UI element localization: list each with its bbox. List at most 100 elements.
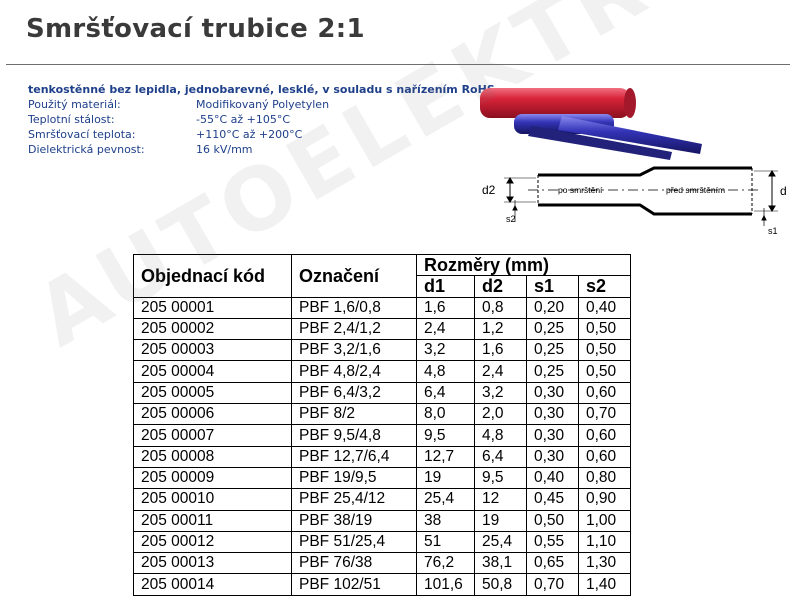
cell-d2: 3,2 <box>474 381 527 405</box>
cell-s2: 1,40 <box>578 573 631 596</box>
cell-order-code: 205 00005 <box>133 381 292 405</box>
label-d: d <box>780 184 787 198</box>
spec-row-shrink-temperature: Smršťovací teplota: +110°C až +200°C <box>28 127 495 142</box>
page-title: Smršťovací trubice 2:1 <box>26 14 365 44</box>
cell-s1: 0,30 <box>526 445 579 468</box>
table-subheader-row: d1 d2 s1 s2 <box>134 275 631 298</box>
cell-s2: 0,40 <box>578 296 631 319</box>
cell-d1: 51 <box>416 530 475 554</box>
header-designation: Označení <box>291 254 417 298</box>
specs-headline: tenkostěnné bez lepidla, jednobarevné, l… <box>28 83 495 96</box>
cell-d1: 25,4 <box>416 488 475 511</box>
cell-order-code: 205 00008 <box>133 445 292 468</box>
spec-label: Teplotní stálost: <box>28 113 115 126</box>
header-d1: d1 <box>416 275 475 298</box>
cell-d1: 9,5 <box>416 424 475 447</box>
label-d2: d2 <box>482 183 496 197</box>
label-before-shrink: před smrštěním <box>666 185 725 195</box>
cell-s1: 0,20 <box>526 296 579 319</box>
spec-value: Modifikovaný Polyetylen <box>196 98 330 111</box>
cell-designation: PBF 2,4/1,2 <box>291 317 417 341</box>
cell-s2: 0,60 <box>578 424 631 447</box>
cell-d2: 25,4 <box>474 530 527 554</box>
cell-order-code: 205 00014 <box>133 573 292 596</box>
cell-order-code: 205 00011 <box>133 509 292 532</box>
cell-d1: 8,0 <box>416 403 475 426</box>
label-s1: s1 <box>768 226 778 236</box>
cell-s2: 1,00 <box>578 509 631 532</box>
spec-label: Smršťovací teplota: <box>28 128 136 141</box>
cell-designation: PBF 3,2/1,6 <box>291 339 417 362</box>
cell-order-code: 205 00006 <box>133 403 292 426</box>
cell-designation: PBF 19/9,5 <box>291 466 417 490</box>
cell-d2: 2,4 <box>474 360 527 383</box>
header-dimensions: Rozměry (mm) <box>416 253 631 277</box>
cell-designation: PBF 76/38 <box>291 552 417 575</box>
spec-row-dielectric: Dielektrická pevnost: 16 kV/mm <box>28 142 495 157</box>
title-divider <box>6 64 790 65</box>
cell-s1: 0,25 <box>526 360 579 383</box>
cell-d1: 19 <box>416 466 475 490</box>
cell-s2: 0,50 <box>578 339 631 362</box>
cell-d1: 12,7 <box>416 445 475 468</box>
cell-d1: 6,4 <box>416 381 475 405</box>
table-header-row: Objednací kód Označení Rozměry (mm) <box>133 253 631 298</box>
spec-value: 16 kV/mm <box>196 143 253 156</box>
cell-order-code: 205 00010 <box>133 488 292 511</box>
cell-s2: 0,70 <box>578 403 631 426</box>
cell-designation: PBF 102/51 <box>291 573 417 596</box>
cell-designation: PBF 6,4/3,2 <box>291 381 417 405</box>
cell-s1: 0,25 <box>526 339 579 362</box>
cell-s2: 1,30 <box>578 552 631 575</box>
cell-d1: 2,4 <box>416 317 475 341</box>
specs-block: tenkostěnné bez lepidla, jednobarevné, l… <box>28 82 495 157</box>
header-s1: s1 <box>526 275 579 298</box>
cell-designation: PBF 1,6/0,8 <box>291 296 417 319</box>
cell-designation: PBF 4,8/2,4 <box>291 360 417 383</box>
cell-s2: 0,60 <box>578 381 631 405</box>
cell-d2: 50,8 <box>474 573 527 596</box>
cell-s1: 0,45 <box>526 488 579 511</box>
spec-value: -55°C až +105°C <box>196 113 291 126</box>
cell-order-code: 205 00001 <box>133 296 292 319</box>
header-order-code: Objednací kód <box>133 254 292 298</box>
spec-row-temperature: Teplotní stálost: -55°C až +105°C <box>28 112 495 127</box>
cell-order-code: 205 00013 <box>133 552 292 575</box>
cell-s1: 0,30 <box>526 424 579 447</box>
cell-s2: 0,80 <box>578 466 631 490</box>
cell-s2: 0,60 <box>578 445 631 468</box>
cell-s2: 0,50 <box>578 360 631 383</box>
cell-designation: PBF 12,7/6,4 <box>291 445 417 468</box>
cell-s2: 0,90 <box>578 488 631 511</box>
cell-d1: 4,8 <box>416 360 475 383</box>
cell-d2: 2,0 <box>474 403 527 426</box>
cell-order-code: 205 00003 <box>133 339 292 362</box>
cell-d2: 9,5 <box>474 466 527 490</box>
cell-d2: 1,2 <box>474 317 527 341</box>
cell-s1: 0,30 <box>526 403 579 426</box>
blue-tube-flat <box>558 116 702 154</box>
header-d2: d2 <box>474 275 527 298</box>
product-photo <box>480 88 702 160</box>
cell-order-code: 205 00009 <box>133 466 292 490</box>
cell-d1: 101,6 <box>416 573 475 596</box>
cell-designation: PBF 8/2 <box>291 403 417 426</box>
cell-order-code: 205 00004 <box>133 360 292 383</box>
tube-diagram: po smrštění před smrštěním d2 d s2 s1 <box>482 166 787 236</box>
cell-d1: 38 <box>416 509 475 532</box>
cell-s2: 0,50 <box>578 317 631 341</box>
label-after-shrink: po smrštění <box>558 185 603 195</box>
spec-label: Dielektrická pevnost: <box>28 143 145 156</box>
cell-designation: PBF 9,5/4,8 <box>291 424 417 447</box>
cell-order-code: 205 00007 <box>133 424 292 447</box>
